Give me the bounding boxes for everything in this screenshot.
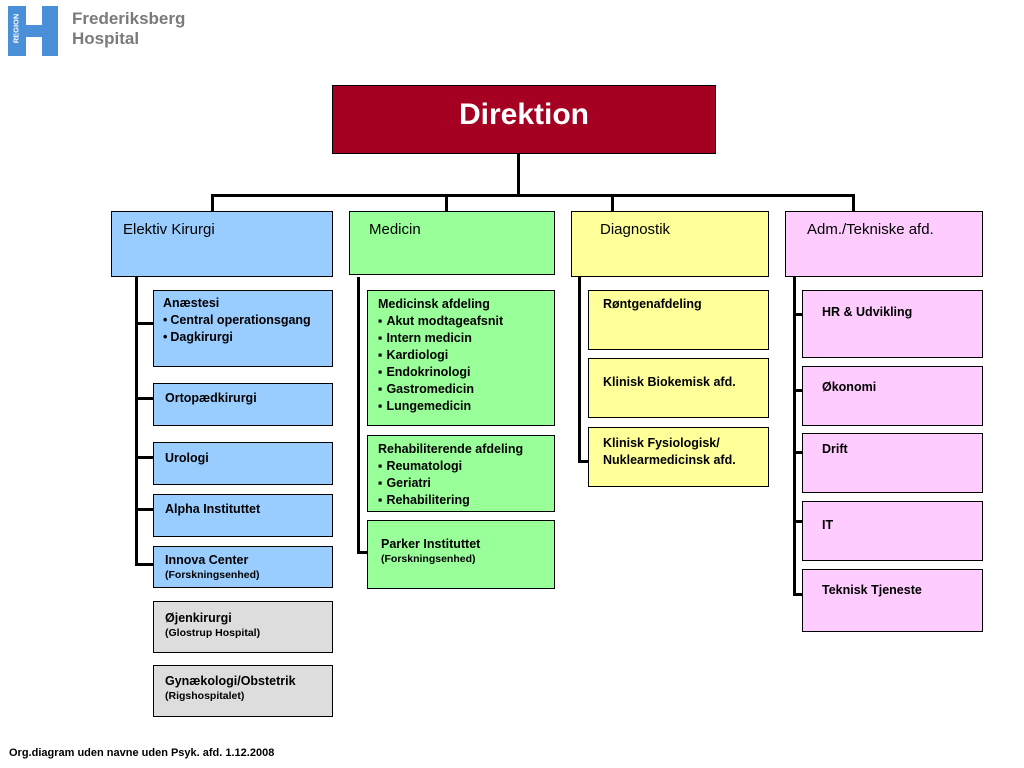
- unit-hr-udvikling: HR & Udvikling: [802, 290, 983, 358]
- unit-gynaekologi-obstetrik-sub: (Rigshospitalet): [165, 690, 245, 702]
- dept-adm-tekniske: Adm./Tekniske afd.: [785, 211, 983, 277]
- list-item: Rehabilitering: [378, 492, 554, 509]
- unit-rehabiliterende-afdeling: Rehabiliterende afdeling Reumatologi Ger…: [367, 435, 555, 512]
- connector: [793, 593, 802, 596]
- connector: [852, 194, 855, 211]
- unit-parker-instituttet-title: Parker Instituttet: [381, 537, 481, 551]
- unit-oejenkirurgi-sub: (Glostrup Hospital): [165, 627, 261, 639]
- unit-rehabiliterende-afdeling-title: Rehabiliterende afdeling: [378, 442, 524, 456]
- connector: [793, 451, 802, 454]
- unit-oekonomi-title: Økonomi: [822, 380, 877, 394]
- dept-diagnostik: Diagnostik: [571, 211, 769, 277]
- connector: [357, 277, 360, 554]
- connector: [211, 194, 855, 197]
- list-item: Kardiologi: [378, 347, 554, 364]
- connector: [611, 194, 614, 211]
- unit-klinisk-fysiologisk-line2: Nuklearmedicinsk afd.: [603, 453, 736, 467]
- unit-klinisk-biokemisk: Klinisk Biokemisk afd.: [588, 358, 769, 418]
- unit-innova-center: Innova Center (Forskningsenhed): [153, 546, 333, 588]
- connector: [135, 322, 153, 325]
- list-item: Intern medicin: [378, 330, 554, 347]
- connector: [517, 153, 520, 196]
- unit-oejenkirurgi-title: Øjenkirurgi: [165, 611, 232, 625]
- dept-medicin-label: Medicin: [369, 221, 421, 238]
- list-item: Lungemedicin: [378, 398, 554, 415]
- list-item: Reumatologi: [378, 458, 554, 475]
- list-item: Central operationsgang: [163, 312, 332, 329]
- connector: [793, 277, 796, 596]
- dept-elektiv-kirurgi: Elektiv Kirurgi: [111, 211, 333, 277]
- connector: [578, 460, 588, 463]
- list-item: Endokrinologi: [378, 364, 554, 381]
- unit-drift: Drift: [802, 433, 983, 493]
- footer-note: Org.diagram uden navne uden Psyk. afd. 1…: [9, 747, 275, 759]
- connector: [135, 456, 153, 459]
- unit-it: IT: [802, 501, 983, 561]
- connector: [578, 277, 581, 463]
- list-item: Gastromedicin: [378, 381, 554, 398]
- logo-name-line1: Frederiksberg: [72, 9, 186, 28]
- connector: [135, 508, 153, 511]
- unit-teknisk-tjeneste-title: Teknisk Tjeneste: [822, 583, 922, 597]
- connector: [793, 389, 802, 392]
- connector: [135, 397, 153, 400]
- connector: [135, 277, 138, 566]
- unit-parker-instituttet-sub: (Forskningsenhed): [381, 553, 476, 565]
- connector: [211, 194, 214, 211]
- unit-klinisk-biokemisk-title: Klinisk Biokemisk afd.: [603, 375, 736, 389]
- list-item: Geriatri: [378, 475, 554, 492]
- unit-medicinsk-afdeling-list: Akut modtageafsnit Intern medicin Kardio…: [378, 313, 554, 415]
- dept-adm-tekniske-label: Adm./Tekniske afd.: [807, 221, 934, 238]
- list-item: Akut modtageafsnit: [378, 313, 554, 330]
- list-item: Dagkirurgi: [163, 329, 332, 346]
- connector: [793, 520, 802, 523]
- connector: [357, 551, 367, 554]
- unit-anaestesi: Anæstesi Central operationsgang Dagkirur…: [153, 290, 333, 367]
- unit-ortopaedkirurgi-title: Ortopædkirurgi: [165, 391, 257, 405]
- unit-urologi-title: Urologi: [165, 451, 209, 465]
- unit-hr-udvikling-title: HR & Udvikling: [822, 305, 913, 319]
- unit-medicinsk-afdeling: Medicinsk afdeling Akut modtageafsnit In…: [367, 290, 555, 426]
- unit-anaestesi-title: Anæstesi: [163, 296, 220, 310]
- unit-it-title: IT: [822, 518, 834, 532]
- unit-rehabiliterende-afdeling-list: Reumatologi Geriatri Rehabilitering: [378, 458, 554, 509]
- unit-alpha-instituttet-title: Alpha Instituttet: [165, 502, 261, 516]
- unit-klinisk-fysiologisk-line1: Klinisk Fysiologisk/: [603, 436, 720, 450]
- unit-roentgenafdeling: Røntgenafdeling: [588, 290, 769, 350]
- unit-gynaekologi-obstetrik-title: Gynækologi/Obstetrik: [165, 674, 296, 688]
- direktion-box: Direktion: [332, 85, 716, 154]
- unit-medicinsk-afdeling-title: Medicinsk afdeling: [378, 297, 490, 311]
- unit-oejenkirurgi: Øjenkirurgi (Glostrup Hospital): [153, 601, 333, 653]
- connector: [445, 194, 448, 211]
- unit-anaestesi-list: Central operationsgang Dagkirurgi: [163, 312, 332, 346]
- unit-gynaekologi-obstetrik: Gynækologi/Obstetrik (Rigshospitalet): [153, 665, 333, 717]
- unit-teknisk-tjeneste: Teknisk Tjeneste: [802, 569, 983, 632]
- dept-elektiv-kirurgi-label: Elektiv Kirurgi: [123, 221, 215, 238]
- unit-klinisk-fysiologisk: Klinisk Fysiologisk/ Nuklearmedicinsk af…: [588, 427, 769, 487]
- logo-name-line2: Hospital: [72, 29, 140, 48]
- unit-oekonomi: Økonomi: [802, 366, 983, 426]
- unit-alpha-instituttet: Alpha Instituttet: [153, 494, 333, 537]
- unit-innova-center-sub: (Forskningsenhed): [165, 569, 260, 581]
- logo-mark: [8, 6, 58, 56]
- connector: [793, 313, 802, 316]
- dept-diagnostik-label: Diagnostik: [600, 221, 671, 238]
- logo: REGION Frederiksberg Hospital: [8, 6, 188, 58]
- unit-urologi: Urologi: [153, 442, 333, 485]
- unit-parker-instituttet: Parker Instituttet (Forskningsenhed): [367, 520, 555, 589]
- direktion-label: Direktion: [458, 98, 590, 131]
- unit-innova-center-title: Innova Center: [165, 553, 249, 567]
- dept-medicin: Medicin: [349, 211, 555, 275]
- connector: [135, 563, 153, 566]
- unit-roentgenafdeling-title: Røntgenafdeling: [603, 297, 702, 311]
- unit-drift-title: Drift: [822, 442, 848, 456]
- unit-ortopaedkirurgi: Ortopædkirurgi: [153, 383, 333, 426]
- logo-region-text: REGION: [11, 13, 21, 44]
